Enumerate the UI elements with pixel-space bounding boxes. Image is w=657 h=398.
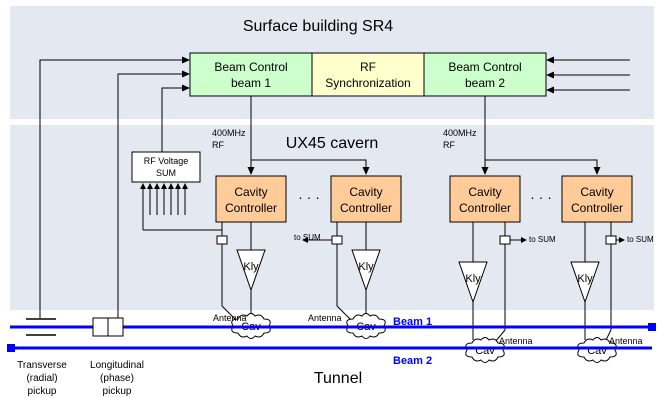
cavity-shape — [465, 337, 505, 363]
transverse-pickup-label: Transverse (radial) pickup — [17, 360, 67, 397]
cavity-controller-label: Cavity — [349, 185, 382, 199]
svg-text:(phase): (phase) — [100, 373, 134, 384]
rf-sync-label: RF — [360, 60, 376, 74]
svg-text:Longitudinal: Longitudinal — [90, 360, 144, 371]
longitudinal-pickup-symbol — [92, 317, 124, 337]
beam-control-beam-1-block: Beam Control beam 1 — [189, 52, 313, 97]
antenna-label: Antenna — [308, 313, 342, 323]
cavity-controller-sublabel: Controller — [571, 201, 623, 215]
beam-2-line — [7, 344, 652, 352]
cavity-controller-label: Cavity — [234, 185, 267, 199]
cavity-controller-label: Cavity — [580, 185, 613, 199]
antenna-label: Antenna — [213, 313, 247, 323]
to-sum-label: to SUM — [529, 235, 556, 244]
rf-400mhz-beam-1-label: 400MHz RF — [212, 128, 246, 150]
rf-synchronization-block: RF Synchronization — [311, 52, 425, 97]
to-sum-label: to SUM — [627, 235, 654, 244]
klystron-label: Kly — [243, 261, 259, 273]
klystron-label: Kly — [358, 261, 374, 273]
svg-text:pickup: pickup — [28, 386, 57, 397]
svg-text:400MHz: 400MHz — [443, 128, 477, 138]
rf-voltage-sum-label: RF Voltage — [144, 156, 189, 166]
to-sum-label: to SUM — [294, 233, 321, 242]
beam-control-2-label: Beam Control — [448, 60, 521, 74]
cavity-controller-sublabel: Controller — [459, 201, 511, 215]
rf-distribution-lines — [247, 96, 601, 175]
klystron-label: Kly — [465, 273, 481, 285]
svg-text:(radial): (radial) — [26, 373, 57, 384]
longitudinal-pickup-label: Longitudinal (phase) pickup — [90, 360, 144, 397]
beam-control-beam-2-block: Beam Control beam 2 — [423, 52, 547, 97]
beam-1-label: Beam 1 — [393, 316, 432, 328]
cavity-chain-3: Cavity Controller to SUM Kly Cav Antenna — [449, 175, 556, 363]
cavity-controller-sublabel: Controller — [340, 201, 392, 215]
rf-voltage-sum-block: RF Voltage SUM — [131, 151, 201, 183]
transverse-pickup-symbol — [26, 318, 56, 336]
cavity-chain-4: Cavity Controller to SUM Kly Cav Antenna — [561, 175, 654, 363]
rf-voltage-sum-sublabel: SUM — [156, 168, 176, 178]
klystron-label: Kly — [577, 273, 593, 285]
svg-text:RF: RF — [212, 140, 224, 150]
cavity-chain-1: Cavity Controller Kly Cav Antenna — [213, 175, 287, 339]
pickup-signal-lines — [39, 56, 190, 318]
ux45-cavern-title: UX45 cavern — [286, 135, 379, 152]
svg-text:RF: RF — [443, 140, 455, 150]
cavity-shape — [577, 337, 617, 363]
rf-400mhz-beam-2-label: 400MHz RF — [443, 128, 477, 150]
beam-control-1-sublabel: beam 1 — [231, 76, 271, 90]
svg-text:400MHz: 400MHz — [212, 128, 246, 138]
ellipsis-beam-2: · · · — [530, 189, 552, 205]
svg-text:pickup: pickup — [103, 386, 132, 397]
beam-control-1-label: Beam Control — [214, 60, 287, 74]
beam-control-2-input-arrows — [546, 56, 630, 94]
antenna-label: Antenna — [499, 336, 533, 346]
cavity-controller-label: Cavity — [468, 185, 501, 199]
tunnel-title: Tunnel — [314, 370, 362, 387]
surface-building-title: Surface building SR4 — [243, 18, 393, 35]
ellipsis-beam-1: · · · — [298, 189, 320, 205]
beam-control-2-sublabel: beam 2 — [465, 76, 505, 90]
antenna-label: Antenna — [609, 336, 643, 346]
svg-text:Transverse: Transverse — [17, 360, 67, 371]
rf-sync-sublabel: Synchronization — [325, 76, 410, 90]
beam-2-label: Beam 2 — [393, 355, 432, 367]
cavity-controller-sublabel: Controller — [225, 201, 277, 215]
